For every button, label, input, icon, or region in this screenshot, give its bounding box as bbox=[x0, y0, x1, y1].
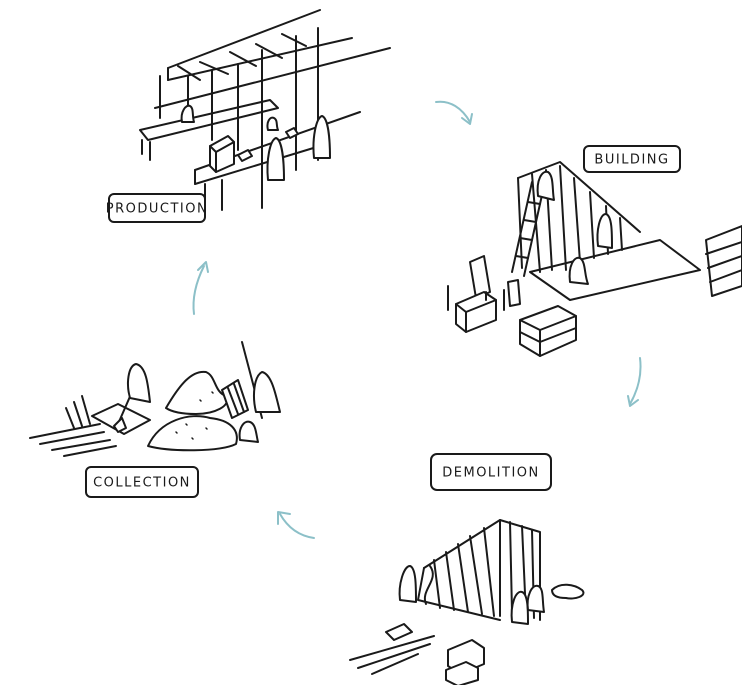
production-label-text: PRODUCTION bbox=[106, 202, 208, 217]
collection-label-text: COLLECTION bbox=[93, 476, 191, 491]
demolition-label-text: DEMOLITION bbox=[442, 466, 539, 481]
label-demolition: DEMOLITION bbox=[431, 454, 551, 490]
building-label-text: BUILDING bbox=[594, 153, 669, 168]
arrow-building-to-demolition bbox=[630, 358, 641, 404]
collection-illustration bbox=[30, 342, 280, 456]
building-illustration bbox=[448, 162, 742, 356]
production-illustration bbox=[140, 10, 390, 210]
label-production: PRODUCTION bbox=[106, 194, 208, 222]
demolition-illustration bbox=[350, 520, 583, 685]
label-building: BUILDING bbox=[584, 146, 680, 172]
arrow-demolition-to-collection bbox=[280, 514, 314, 538]
arrow-collection-to-production bbox=[193, 266, 204, 314]
label-collection: COLLECTION bbox=[86, 467, 198, 497]
